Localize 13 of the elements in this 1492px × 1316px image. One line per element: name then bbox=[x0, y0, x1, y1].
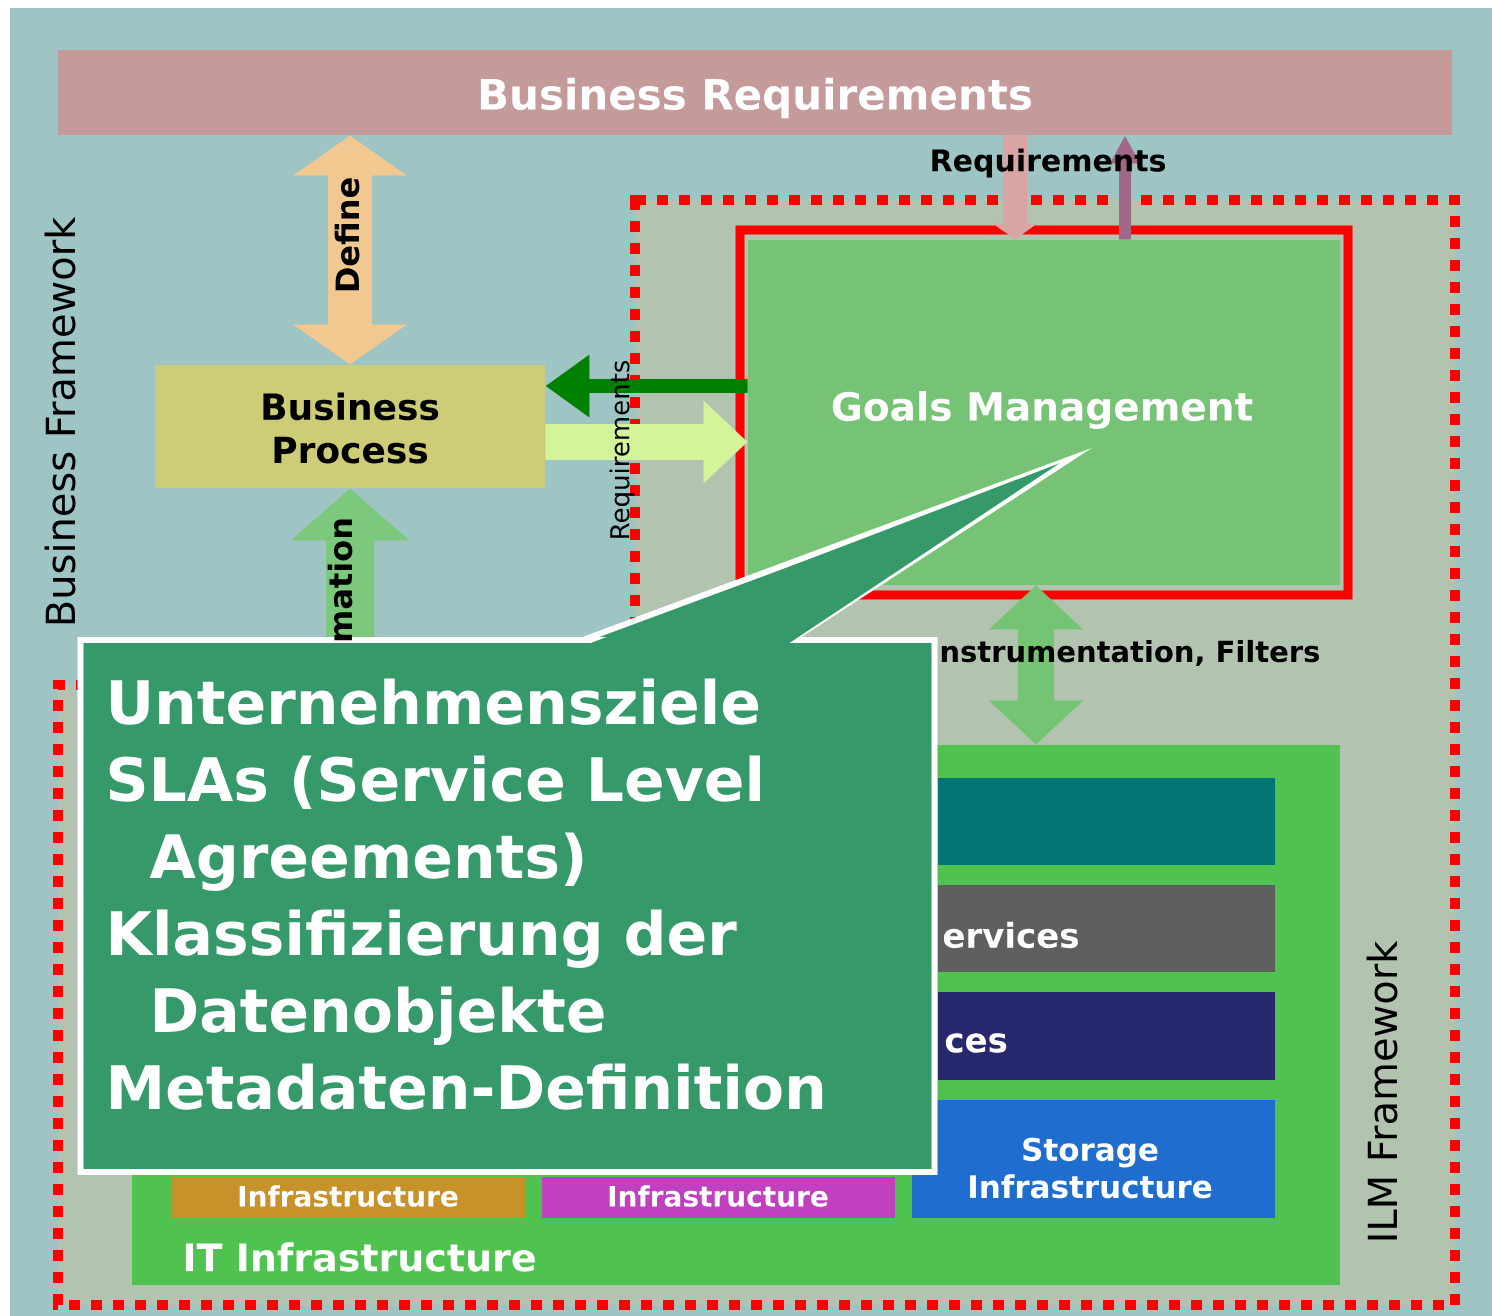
layer-bar: ervices bbox=[938, 885, 1275, 972]
goals-box: Goals Management bbox=[735, 225, 1353, 600]
requirements-bar: Business Requirements bbox=[58, 50, 1452, 135]
edge-label: Requirements bbox=[932, 148, 1165, 178]
layer-bar bbox=[938, 778, 1275, 865]
layer-bar: Storage Infrastructure bbox=[912, 1100, 1275, 1218]
edge-label: Requirements bbox=[609, 360, 635, 538]
edge-label: nstrumentation, Filters bbox=[941, 639, 1319, 667]
layer-bar: Infrastructure bbox=[542, 1177, 895, 1218]
layer-bar: ces bbox=[938, 992, 1275, 1080]
edge-label: mation bbox=[327, 519, 353, 641]
layer-bar: Infrastructure bbox=[172, 1177, 525, 1218]
process-box: Business Process bbox=[155, 365, 545, 488]
